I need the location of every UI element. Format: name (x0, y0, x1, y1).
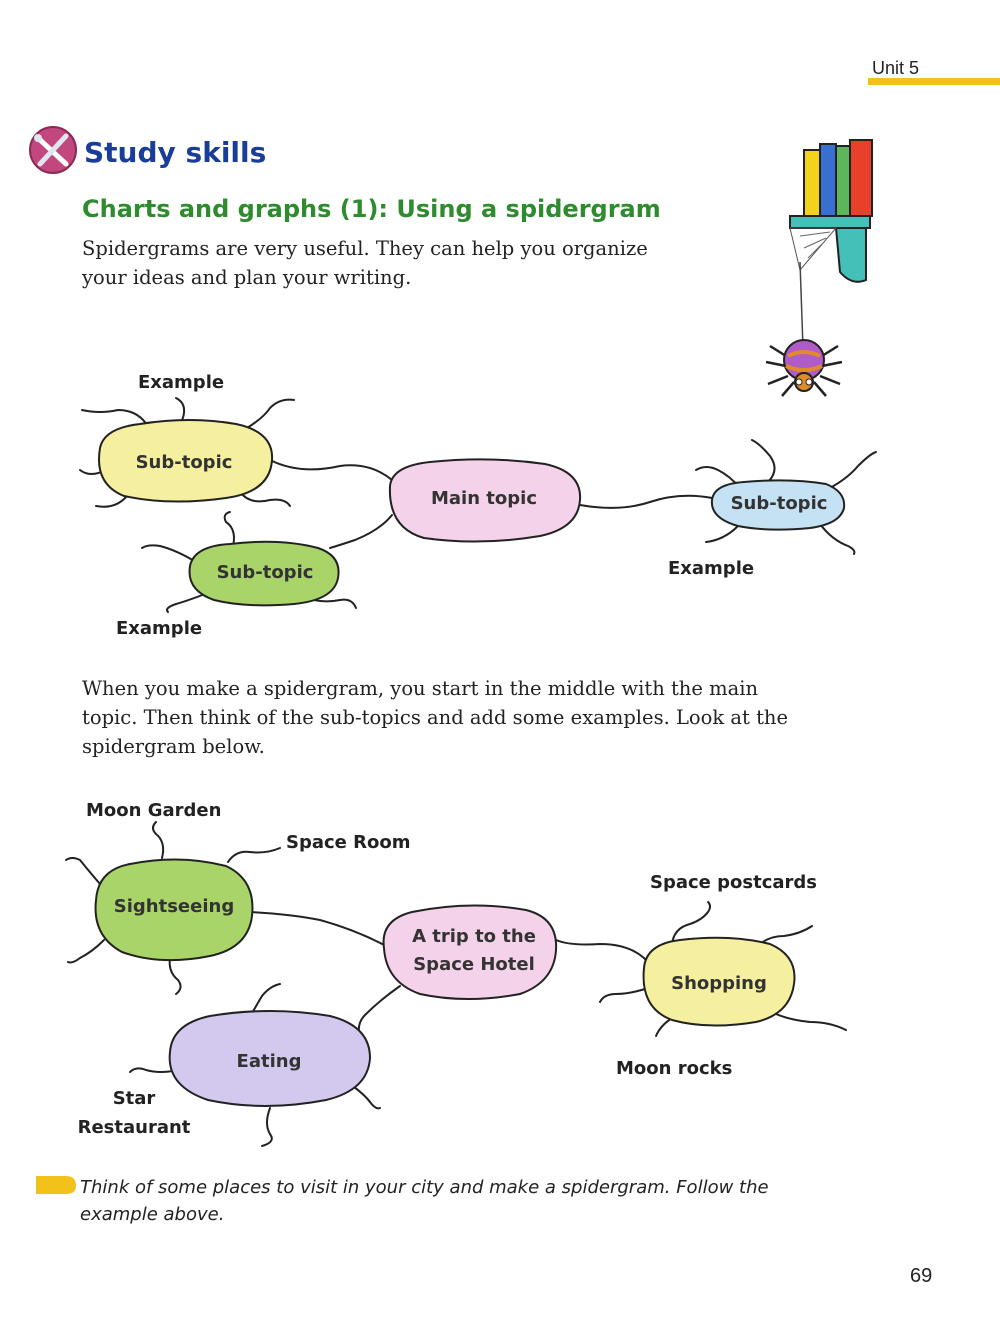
bookshelf-illustration (789, 139, 873, 349)
diagram1-sub-yellow-label: Sub-topic (135, 452, 233, 473)
diagram1-example-top: Example (138, 372, 225, 393)
star-restaurant-line: Restaurant (77, 1117, 191, 1138)
space-room-label: Space Room (286, 832, 411, 853)
moon-garden-label: Moon Garden (86, 800, 222, 821)
diagram1-example-bottom: Example (116, 618, 203, 639)
explanation-line: When you make a spidergram, you start in… (82, 677, 758, 700)
explanation-paragraph: When you make a spidergram, you start in… (82, 674, 882, 761)
page-number: 69 (910, 1265, 933, 1287)
diagram1-main-label: Main topic (430, 488, 538, 509)
star-restaurant-line: Star (112, 1088, 156, 1109)
diagram1-sub-green-label: Sub-topic (216, 562, 314, 583)
diagram1-sub-blue-label: Sub-topic (730, 493, 828, 514)
moon-rocks-label: Moon rocks (616, 1058, 733, 1079)
task-instruction: Think of some places to visit in your ci… (80, 1174, 840, 1228)
intro-paragraph: Spidergrams are very useful. They can he… (82, 234, 762, 292)
intro-line: Spidergrams are very useful. They can he… (82, 237, 648, 260)
diagram2-main-line: A trip to the (412, 926, 536, 947)
intro-line: your ideas and plan your writing. (82, 266, 412, 289)
explanation-line: spidergram below. (82, 735, 265, 758)
section-title: Study skills (84, 136, 267, 169)
space-postcards-label: Space postcards (650, 872, 818, 893)
unit-label: Unit 5 (872, 58, 920, 78)
shopping-label: Shopping (671, 973, 767, 994)
star-restaurant-label: Star Restaurant (74, 1084, 194, 1142)
spider-icon (765, 339, 843, 397)
task-line: Think of some places to visit in your ci… (80, 1177, 769, 1198)
unit-bar (868, 78, 1000, 85)
sightseeing-label: Sightseeing (113, 896, 235, 917)
diagram1-example-right: Example (668, 558, 755, 579)
subtitle: Charts and graphs (1): Using a spidergra… (82, 195, 661, 223)
diagram2-main-line: Space Hotel (413, 954, 535, 975)
diagram2-main-label: A trip to the Space Hotel (412, 923, 536, 979)
task-line: example above. (80, 1204, 225, 1225)
eating-label: Eating (236, 1051, 302, 1072)
study-skills-icon (29, 126, 77, 174)
explanation-line: topic. Then think of the sub-topics and … (82, 706, 789, 729)
task-marker-icon (36, 1176, 76, 1194)
